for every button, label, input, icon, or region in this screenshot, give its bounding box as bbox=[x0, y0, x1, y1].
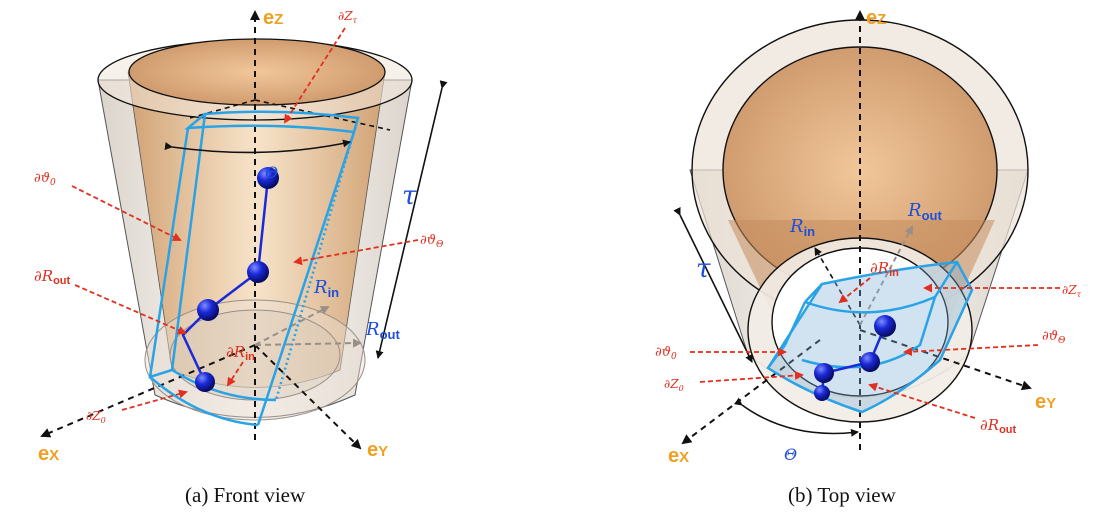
top-bead-1 bbox=[874, 315, 896, 337]
front-theta-label: Θ bbox=[265, 163, 278, 182]
top-dztau-label: ∂Zτ bbox=[1062, 283, 1082, 299]
front-drin-arrow bbox=[226, 361, 244, 387]
front-view-caption: (a) Front view bbox=[185, 483, 306, 507]
front-drout-label: ∂Rout bbox=[34, 267, 71, 287]
front-view-panel: eZ eX eY Θ τ Rin Rout ∂Zτ ∂ϑ0 ∂ϑΘ ∂Rout … bbox=[34, 7, 448, 507]
front-bead-4 bbox=[195, 372, 215, 392]
top-tau-label: τ bbox=[696, 254, 711, 284]
top-ey-label: eY bbox=[1035, 391, 1056, 413]
front-top-inner-rim bbox=[128, 38, 386, 106]
top-bead-chain bbox=[820, 325, 887, 394]
front-ez-label: eZ bbox=[263, 7, 283, 29]
front-dz0-arrow bbox=[121, 389, 188, 411]
top-rout-arrow bbox=[859, 225, 913, 326]
front-dz0-label: ∂Z0 bbox=[86, 409, 106, 425]
top-drout-label: ∂Rout bbox=[980, 416, 1017, 436]
front-rout-arrow bbox=[254, 338, 362, 348]
front-dztau-arrow bbox=[283, 27, 346, 124]
front-rout-label: Rout bbox=[365, 319, 400, 342]
front-bead-2 bbox=[247, 261, 269, 283]
top-dvartheta0-label: ∂ϑ0 bbox=[655, 345, 677, 362]
front-segment-right-edge bbox=[256, 131, 356, 426]
top-ex-label: eX bbox=[668, 445, 689, 467]
front-tau-label: τ bbox=[402, 181, 417, 211]
front-ey-axis bbox=[254, 344, 362, 450]
top-dvarthetatheta-arrow bbox=[903, 344, 1039, 357]
front-dvarthetatheta-arrow bbox=[293, 239, 419, 266]
front-tau-arrow bbox=[375, 80, 448, 359]
front-rin-label: Rin bbox=[313, 277, 339, 300]
front-segment-bottom-face bbox=[149, 368, 277, 427]
top-tau-arrow bbox=[673, 206, 753, 363]
front-dvarthetatheta-label: ∂ϑΘ bbox=[420, 233, 444, 250]
front-segment-left-edge bbox=[148, 113, 207, 379]
top-dz0-arrow bbox=[699, 370, 804, 383]
front-drout-arrow bbox=[74, 284, 187, 335]
front-drin-label: ∂Rin bbox=[226, 343, 255, 363]
front-theta-arc bbox=[164, 139, 351, 154]
top-ey-axis bbox=[859, 329, 1032, 391]
top-dz0-label: ∂Z0 bbox=[664, 377, 684, 393]
top-drin-arrow bbox=[838, 277, 871, 304]
front-dztau-label: ∂Zτ bbox=[338, 9, 358, 25]
top-ez-label: eZ bbox=[866, 7, 886, 29]
front-rim-dash-left bbox=[189, 99, 256, 119]
top-drout-arrow bbox=[868, 382, 976, 419]
front-segment-right-edge-dotted bbox=[274, 117, 360, 401]
top-rin-arrow bbox=[814, 247, 861, 326]
top-rout-label: Rout bbox=[907, 200, 942, 223]
top-theta-label: Θ bbox=[784, 445, 797, 464]
front-dvartheta0-label: ∂ϑ0 bbox=[34, 171, 56, 188]
front-ex-label: eX bbox=[38, 443, 59, 465]
top-bead-3 bbox=[814, 363, 834, 383]
front-bead-3 bbox=[197, 299, 219, 321]
top-dvarthetatheta-label: ∂ϑΘ bbox=[1042, 329, 1066, 346]
top-view-panel: eZ eX eY Rin Rout τ Θ ∂Rin ∂Zτ ∂ϑΘ ∂ϑ0 ∂… bbox=[655, 7, 1082, 507]
top-view-caption: (b) Top view bbox=[788, 483, 897, 507]
front-ey-label: eY bbox=[367, 439, 388, 461]
top-bead-2 bbox=[860, 352, 880, 372]
top-bead-4 bbox=[814, 385, 830, 401]
top-rin-label: Rin bbox=[789, 216, 815, 239]
top-drin-label: ∂Rin bbox=[870, 259, 899, 279]
top-theta-arc bbox=[733, 397, 859, 437]
front-ex-axis bbox=[40, 344, 256, 438]
front-bead-1 bbox=[257, 167, 279, 189]
front-dvartheta0-arrow bbox=[71, 185, 182, 241]
